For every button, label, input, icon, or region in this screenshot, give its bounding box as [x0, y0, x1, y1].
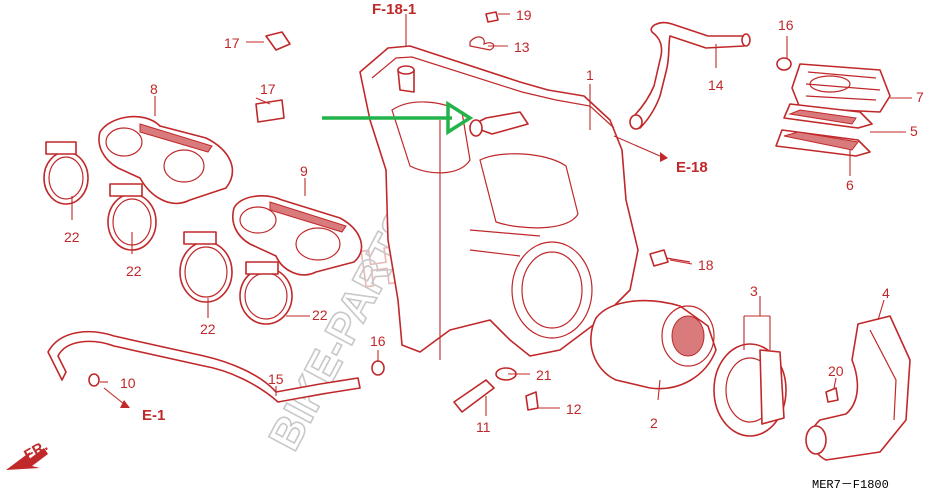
clip-13 — [469, 36, 495, 51]
bolt-18 — [649, 249, 669, 267]
clamp-22-c — [179, 231, 233, 303]
funnel-8 — [98, 115, 234, 205]
label-part-8: 8 — [150, 81, 158, 97]
label-part-21: 21 — [536, 367, 552, 383]
front-direction-arrow — [6, 448, 48, 470]
hose-14 — [629, 21, 751, 130]
bolt-12 — [525, 391, 539, 411]
label-part-19: 19 — [516, 7, 532, 23]
air-filter-element — [590, 299, 717, 390]
label-part-13: 13 — [514, 39, 530, 55]
label-part-4: 4 — [882, 285, 890, 301]
clamp-22-a — [43, 141, 89, 205]
ref-f-18-1: F-18-1 — [372, 1, 416, 18]
label-part-17-top: 17 — [224, 35, 240, 51]
label-part-16-bottom: 16 — [370, 333, 386, 349]
element-holder-3 — [713, 343, 787, 437]
label-part-17-bottom: 17 — [260, 81, 276, 97]
label-part-20: 20 — [828, 363, 844, 379]
screw-19 — [485, 11, 499, 23]
label-part-12: 12 — [566, 401, 582, 417]
duct-4 — [805, 315, 911, 461]
label-part-22-b: 22 — [126, 263, 142, 279]
label-part-2: 2 — [650, 415, 658, 431]
label-part-22-a: 22 — [64, 229, 80, 245]
label-part-5: 5 — [910, 123, 918, 139]
ref-e-1: E-1 — [142, 407, 165, 424]
element-cover-stack — [775, 57, 891, 157]
label-part-3: 3 — [750, 283, 758, 299]
drain-tube-11 — [453, 379, 495, 413]
label-part-18: 18 — [698, 257, 714, 273]
label-part-6: 6 — [846, 177, 854, 193]
label-part-22-d: 22 — [312, 307, 328, 323]
ref-e-18: E-18 — [676, 159, 708, 176]
label-part-1: 1 — [586, 67, 594, 83]
clamp-10 — [88, 373, 100, 387]
label-part-10: 10 — [120, 375, 136, 391]
clamp-22-d — [239, 261, 293, 325]
funnel-9 — [232, 195, 363, 276]
label-part-15: 15 — [268, 371, 284, 387]
label-part-7: 7 — [916, 89, 924, 105]
label-part-11: 11 — [476, 419, 491, 435]
screw-20 — [825, 387, 839, 403]
label-part-14: 14 — [708, 77, 724, 93]
grommet-16b — [371, 360, 385, 376]
breather-hose-15 — [47, 330, 385, 403]
label-part-22-c: 22 — [200, 321, 216, 337]
air-cleaner-case — [359, 45, 639, 360]
pad-17-b — [255, 99, 285, 123]
label-part-16-top: 16 — [778, 17, 794, 33]
grommet-16 — [776, 57, 792, 71]
label-part-9: 9 — [300, 163, 308, 179]
pad-17-a — [265, 31, 291, 51]
figure-code: MER7－F1800 — [812, 478, 889, 492]
